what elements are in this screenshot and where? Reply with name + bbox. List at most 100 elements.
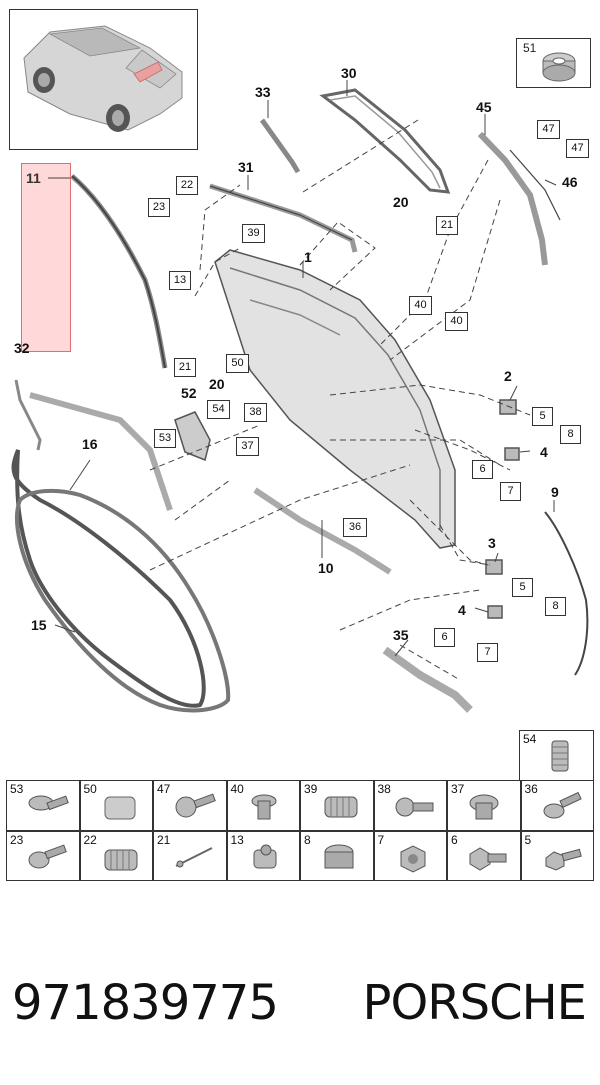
callout-4a: 4	[540, 444, 548, 460]
footer: 971839775 PORSCHE	[0, 975, 600, 1035]
bolt-icon	[469, 846, 507, 871]
part-51-label: 51	[523, 41, 537, 55]
ball-stud-icon	[395, 797, 433, 817]
ref-5b: 5	[512, 578, 533, 597]
part-cell-number: 7	[377, 832, 385, 847]
part-cell-36: 36	[520, 780, 594, 831]
ref-7a: 7	[500, 482, 521, 501]
nut-insert-icon	[469, 794, 499, 820]
exploded-diagram: 51	[9, 9, 591, 713]
callout-46: 46	[562, 174, 578, 190]
part-cell-50: 50	[79, 780, 153, 831]
callout-32: 32	[14, 340, 30, 356]
callout-30: 30	[341, 65, 357, 81]
ref-5a: 5	[532, 407, 553, 426]
part-cell-7: 7	[373, 830, 447, 881]
part-cell-number: 50	[83, 782, 97, 796]
part-cell-6: 6	[447, 830, 521, 881]
callout-15: 15	[31, 617, 47, 633]
callout-16: 16	[82, 436, 98, 452]
tape-roll-icon	[542, 52, 576, 82]
part-cell-number: 13	[230, 832, 244, 847]
callout-11: 11	[26, 170, 41, 186]
pad-icon	[104, 796, 135, 820]
ref-37: 37	[236, 437, 259, 456]
ref-50: 50	[226, 354, 249, 373]
part-cell-23: 23	[6, 830, 80, 881]
part-cell-38: 38	[373, 780, 447, 831]
part-cell-number: 22	[83, 832, 97, 847]
ref-36: 36	[343, 518, 367, 537]
callout-45: 45	[476, 99, 492, 115]
ref-47b: 47	[566, 139, 589, 158]
bolt-icon	[545, 848, 582, 871]
part-cell-21: 21	[153, 830, 227, 881]
screw-icon	[28, 795, 69, 811]
callout-20a: 20	[209, 376, 225, 392]
screw-icon	[175, 793, 216, 818]
pin-icon	[175, 846, 213, 867]
threaded-insert-icon	[324, 796, 358, 818]
ref-23: 23	[148, 198, 170, 217]
brand-name: PORSCHE	[362, 975, 587, 1031]
parts-table: 53 50 47 40 39 38 37 36 23 22 21 13 8 7 …	[6, 780, 594, 881]
part-cell-number: 37	[451, 782, 465, 796]
callout-1: 1	[304, 249, 312, 265]
part-cell-5: 5	[520, 830, 594, 881]
highlighted-part-area	[21, 163, 71, 352]
callout-31: 31	[238, 159, 254, 175]
part-cell-number: 38	[377, 782, 391, 796]
ref-8a: 8	[560, 425, 581, 444]
part-cell-53: 53	[6, 780, 80, 831]
callout-2: 2	[504, 368, 512, 384]
ref-13: 13	[169, 271, 191, 290]
ref-39: 39	[242, 224, 265, 243]
ref-7b: 7	[477, 643, 498, 662]
part-cell-number: 8	[304, 832, 311, 847]
part-cell-number: 6	[451, 832, 458, 847]
callout-9: 9	[551, 484, 559, 500]
ref-40b: 40	[445, 312, 468, 331]
part-cell-number: 54	[523, 732, 537, 746]
part-cell-40: 40	[226, 780, 300, 831]
ref-6b: 6	[434, 628, 455, 647]
door-lineart	[11, 80, 589, 713]
ref-21b: 21	[436, 216, 458, 235]
callout-20b: 20	[393, 194, 409, 210]
clip-icon	[253, 844, 276, 868]
ref-47a: 47	[537, 120, 560, 139]
part-cell-number: 5	[524, 832, 532, 847]
ref-38: 38	[244, 403, 267, 422]
vehicle-thumbnail	[9, 9, 198, 150]
callout-10: 10	[318, 560, 334, 576]
part-cell-13: 13	[226, 830, 300, 881]
ref-22: 22	[176, 176, 198, 195]
callout-33: 33	[255, 84, 271, 100]
ref-54: 54	[207, 400, 230, 419]
callout-52: 52	[181, 385, 197, 401]
part-cell-22: 22	[79, 830, 153, 881]
part-cell-8: 8	[300, 830, 374, 881]
callout-3: 3	[488, 535, 496, 551]
ref-6a: 6	[472, 460, 493, 479]
callout-35: 35	[393, 627, 409, 643]
part-cell-54: 54	[519, 730, 594, 781]
screw-icon	[543, 791, 582, 819]
threaded-insert-icon	[551, 740, 569, 772]
part-51-box: 51	[516, 38, 591, 88]
callout-4b: 4	[458, 602, 466, 618]
part-cell-47: 47	[153, 780, 227, 831]
part-cell-number: 21	[157, 832, 171, 847]
part-cell-number: 23	[10, 832, 24, 847]
part-cell-37: 37	[447, 780, 521, 831]
part-cell-number: 53	[10, 782, 24, 796]
car-illustration	[23, 25, 183, 132]
nut-icon	[400, 844, 425, 873]
threaded-insert-icon	[104, 849, 137, 870]
part-cell-number: 47	[157, 782, 171, 796]
part-number: 971839775	[12, 975, 279, 1031]
cap-icon	[324, 844, 354, 868]
part-cell-number: 40	[230, 782, 244, 796]
screw-icon	[28, 844, 67, 868]
ref-40a: 40	[409, 296, 432, 315]
